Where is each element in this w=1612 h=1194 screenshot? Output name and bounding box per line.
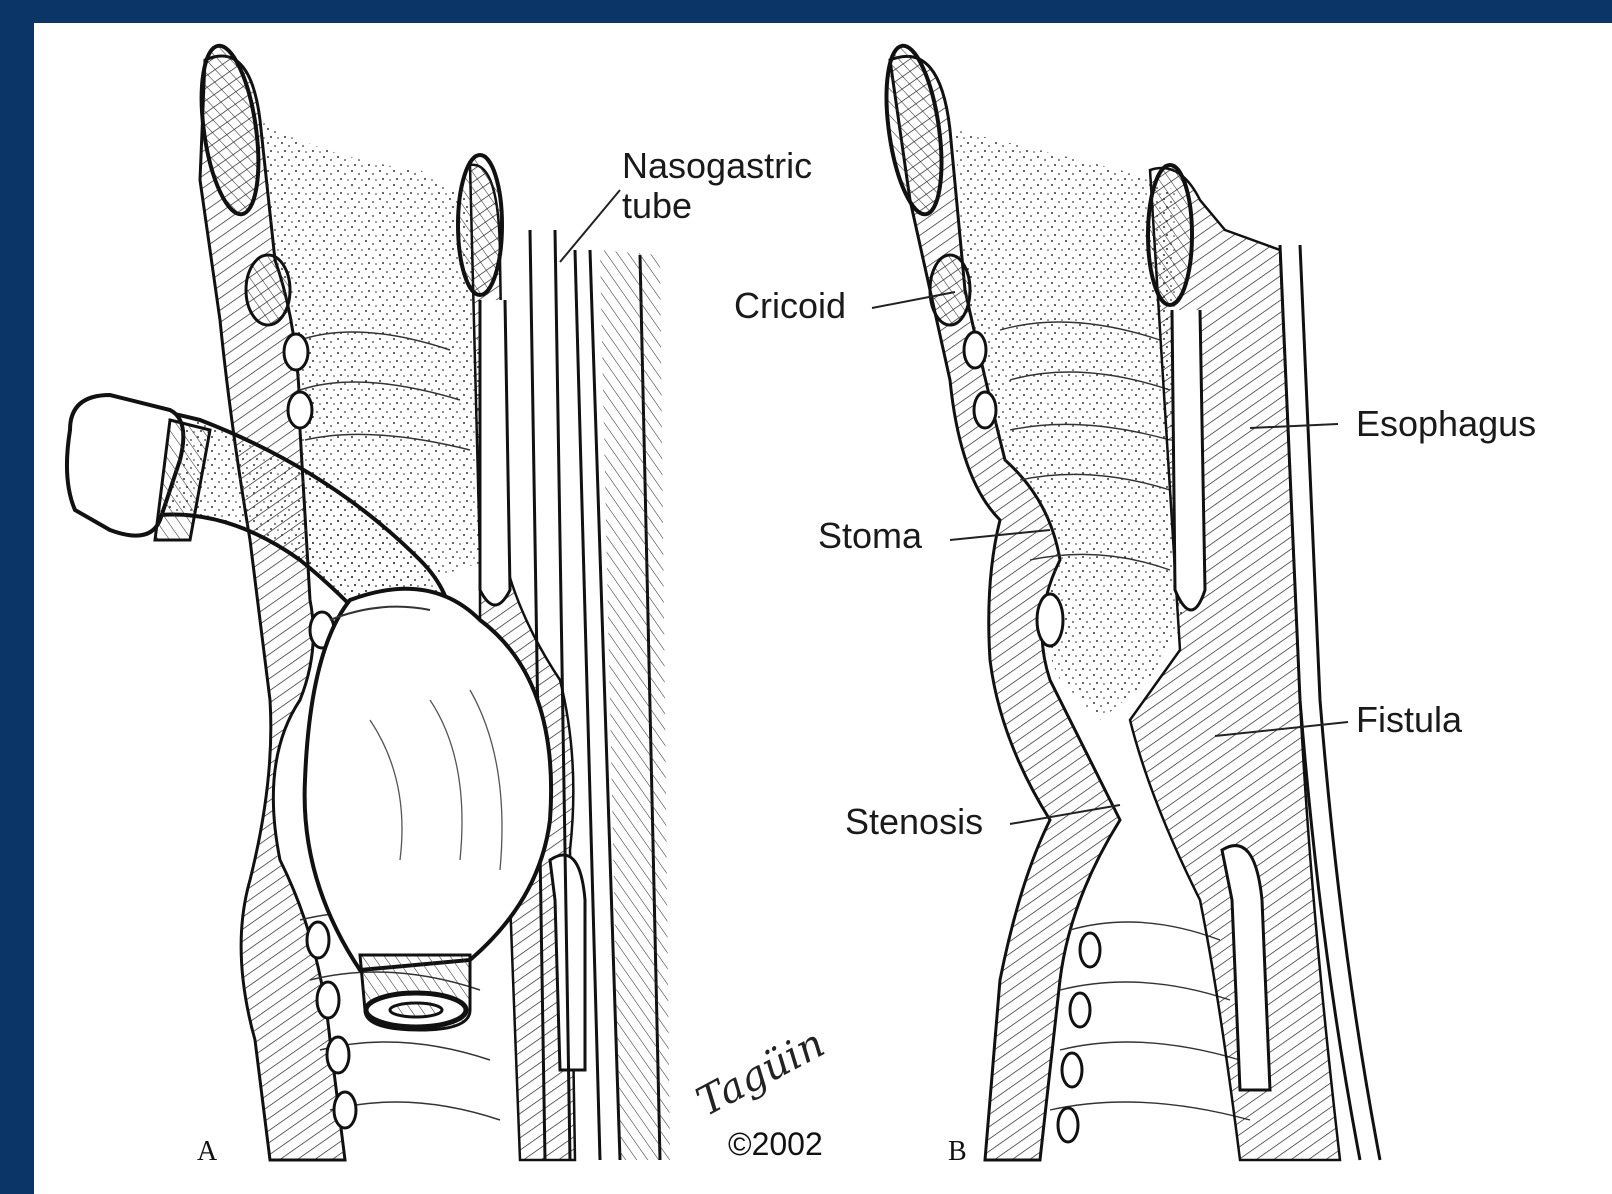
panel-letter-b: B [948,1136,967,1168]
copyright-text: ©2002 [728,1126,823,1163]
label-nasogastric-tube: Nasogastric tube [622,146,812,226]
label-esophagus: Esophagus [1356,404,1536,444]
label-cricoid: Cricoid [734,286,846,326]
panel-letter-a: A [197,1136,217,1168]
label-fistula: Fistula [1356,700,1462,740]
panel-a-drawing [67,42,670,1160]
label-stenosis: Stenosis [845,802,983,842]
label-stoma: Stoma [818,516,922,556]
panel-b-drawing [877,42,1380,1160]
